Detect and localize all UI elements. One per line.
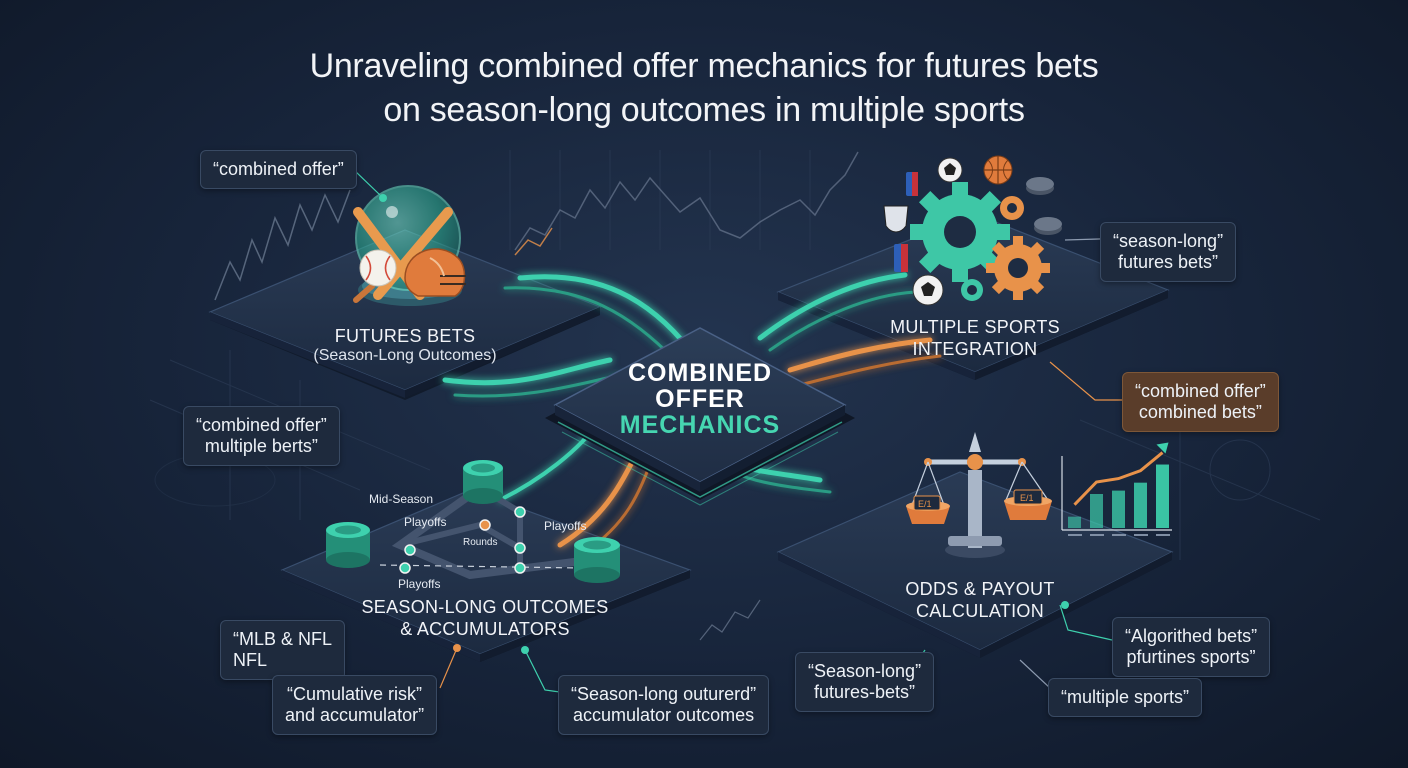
bar-2: [1090, 494, 1103, 528]
title-line-2: on season-long outcomes in multiple spor…: [383, 91, 1025, 129]
bar-3: [1112, 490, 1125, 528]
sports-label: MULTIPLE SPORTS INTEGRATION: [860, 316, 1090, 360]
coin-stack-icon: [326, 460, 620, 583]
season-title-line-2: & ACCUMULATORS: [400, 619, 570, 639]
path-label-playoffs-c: Playoffs: [398, 577, 441, 591]
odds-title-line-1: ODDS & PAYOUT: [905, 579, 1055, 599]
callout-season-long-futures-line-2: futures bets”: [1118, 252, 1219, 272]
bar-axis-ticks: [1068, 534, 1170, 536]
path-node-markers: [399, 506, 526, 574]
page-title: Unraveling combined offer mechanics for …: [204, 44, 1204, 132]
callout-multiple-sports: “multiple sports”: [1048, 678, 1203, 717]
callout-cumulative-line-2: and accumulator”: [285, 705, 425, 725]
bar-1: [1068, 516, 1081, 528]
background-line-chart-orange: [514, 227, 553, 256]
platform-futures: [208, 229, 602, 400]
futures-title: FUTURES BETS: [334, 326, 476, 346]
callout-season-outurerd-line-1: “Season-long outurerd”: [571, 684, 757, 704]
callout-algorithmed-line-1: “Algorithed bets”: [1125, 626, 1258, 646]
trend-arrow: [1156, 442, 1169, 454]
callout-season-outurerd-line-2: accumulator outcomes: [573, 705, 755, 725]
basketball-icon: [983, 155, 1013, 185]
sports-title-line-2: INTEGRATION: [912, 339, 1038, 359]
hockey-puck-icon: [1026, 177, 1062, 235]
nba-logo-icon: [894, 172, 918, 272]
center-tile: [545, 327, 855, 506]
bar-4: [1134, 482, 1147, 528]
odds-label: ODDS & PAYOUT CALCULATION: [870, 578, 1090, 622]
gear-orange-icon: [961, 196, 1050, 301]
flow-ribbons: [442, 272, 942, 554]
futures-label: FUTURES BETS (Season-Long Outcomes): [305, 325, 505, 365]
callout-combined-bets: “combined offer” combined bets”: [1122, 372, 1279, 432]
callout-season-futures-bets-line-1: “Season-long”: [808, 661, 922, 681]
sports-title-line-1: MULTIPLE SPORTS: [890, 317, 1060, 337]
callout-season-futures-bets: “Season-long” futures-bets”: [795, 652, 935, 712]
callout-combined-multiple-line-1: “combined offer”: [196, 415, 327, 435]
odds-title-line-2: CALCULATION: [916, 601, 1044, 621]
balance-scale-icon: [906, 432, 1052, 558]
callout-combined-offer: “combined offer”: [200, 150, 357, 189]
callout-cumulative: “Cumulative risk” and accumulator”: [272, 675, 438, 735]
season-title-line-1: SEASON-LONG OUTCOMES: [361, 597, 609, 617]
callout-combined-bets-line-2: combined bets”: [1138, 402, 1262, 422]
center-label: COMBINED OFFER MECHANICS: [600, 360, 800, 438]
callout-mlb-nfl: “MLB & NFL NFL: [220, 620, 346, 680]
background-line-chart-bottom: [699, 599, 761, 641]
trend-line: [1073, 451, 1164, 506]
background-line-chart-center: [514, 151, 859, 251]
callout-season-outurerd: “Season-long outurerd” accumulator outco…: [558, 675, 770, 735]
center-label-line-1: COMBINED: [627, 359, 773, 387]
callout-mlb-nfl-line-2: NFL: [233, 650, 268, 670]
callout-season-long-futures: “season-long” futures bets”: [1100, 222, 1237, 282]
callout-cumulative-line-1: “Cumulative risk”: [287, 684, 423, 704]
bar-chart-icon: [1061, 442, 1172, 531]
scale-left-label: E/1: [918, 499, 932, 509]
background-line-chart-left: [214, 189, 351, 301]
callout-algorithmed-line-2: pfurtines sports”: [1126, 647, 1256, 667]
callout-combined-multiple: “combined offer” multiple berts”: [183, 406, 340, 466]
callout-algorithmed: “Algorithed bets” pfurtines sports”: [1112, 617, 1271, 677]
path-label-mid-season: Mid-Season: [369, 492, 434, 506]
season-label: SEASON-LONG OUTCOMES & ACCUMULATORS: [350, 596, 620, 640]
football-helmet-icon: [404, 248, 466, 297]
callout-combined-multiple-line-2: multiple berts”: [204, 436, 318, 456]
baseball-icon: [359, 249, 397, 287]
nhl-logo-icon: [883, 205, 909, 233]
center-label-line-2: OFFER: [655, 385, 745, 413]
center-label-line-3: MECHANICS: [619, 411, 781, 439]
callout-season-long-futures-line-1: “season-long”: [1113, 231, 1224, 251]
callout-combined-bets-line-1: “combined offer”: [1135, 381, 1266, 401]
callout-season-futures-bets-line-2: futures-bets”: [814, 682, 916, 702]
bar-5: [1156, 464, 1169, 528]
path-label-rounds: Rounds: [463, 537, 498, 548]
path-label-playoffs-b: Playoffs: [544, 519, 587, 533]
futures-subtitle: (Season-Long Outcomes): [313, 347, 497, 364]
callout-mlb-nfl-line-1: “MLB & NFL: [233, 629, 333, 649]
path-label-playoffs-a: Playoffs: [404, 515, 447, 529]
soccer-ball-icon: [912, 157, 963, 306]
title-line-1: Unraveling combined offer mechanics for …: [309, 47, 1099, 85]
scale-right-label: E/1: [1020, 493, 1034, 503]
